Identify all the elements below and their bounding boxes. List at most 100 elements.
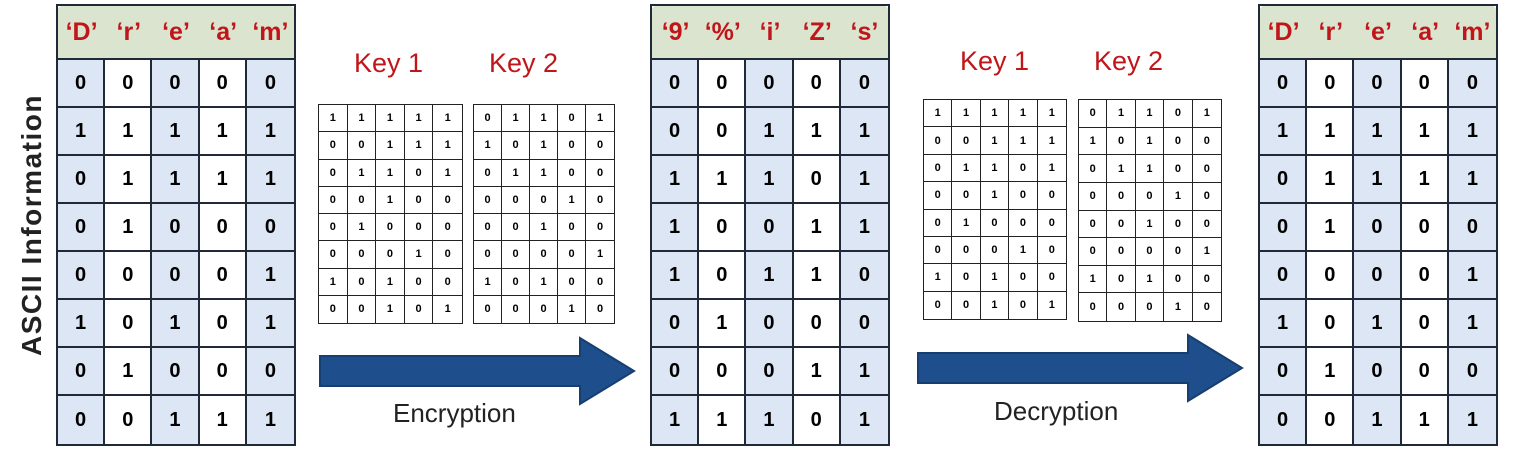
bit-cell: 1 bbox=[746, 156, 794, 204]
key-bit-cell: 0 bbox=[474, 105, 502, 133]
bit-cell: 1 bbox=[840, 204, 888, 252]
bit-cell: 1 bbox=[1448, 396, 1496, 444]
key-bit-cell: 1 bbox=[347, 214, 377, 242]
key-bit-cell: 0 bbox=[586, 132, 614, 160]
bit-cell: 0 bbox=[1307, 300, 1355, 348]
key-bit-cell: 1 bbox=[1079, 127, 1108, 156]
decryption-key2-label: Key 2 bbox=[1094, 46, 1164, 76]
key-bit-cell: 0 bbox=[586, 160, 614, 187]
bit-cell: 1 bbox=[199, 108, 247, 156]
key-bit-cell: 1 bbox=[376, 268, 405, 296]
key-bit-cell: 0 bbox=[433, 214, 462, 242]
bit-cell: 0 bbox=[199, 300, 247, 348]
key-bit-cell: 1 bbox=[981, 291, 1010, 319]
bit-cell: 1 bbox=[1260, 300, 1308, 348]
char-label: ‘i’ bbox=[759, 17, 781, 46]
bit-cell: 0 bbox=[840, 252, 888, 300]
bit-cell: 1 bbox=[152, 156, 200, 204]
bit-cell: 1 bbox=[793, 204, 841, 252]
key-bit-cell: 1 bbox=[1037, 155, 1066, 183]
key-bit-cell: 1 bbox=[433, 105, 462, 133]
bit-cell: 1 bbox=[152, 300, 200, 348]
key-bit-cell: 0 bbox=[1192, 155, 1221, 183]
key-bit-cell: 1 bbox=[980, 154, 1010, 183]
bit-cell: 1 bbox=[652, 204, 700, 252]
char-label: ‘r’ bbox=[116, 17, 142, 46]
bit-cell: 0 bbox=[1307, 252, 1355, 300]
key-bit-cell: 0 bbox=[558, 241, 586, 269]
key-bit-cell: 0 bbox=[347, 268, 377, 296]
bit-cell: 0 bbox=[58, 348, 106, 396]
bit-cell: 1 bbox=[246, 108, 294, 156]
bit-cell: 1 bbox=[652, 396, 700, 444]
key-bit-cell: 0 bbox=[1203, 301, 1210, 314]
key-bit-cell: 1 bbox=[980, 100, 1010, 128]
bit-cell: 0 bbox=[1260, 156, 1308, 204]
bit-cell: 0 bbox=[58, 252, 106, 300]
bit-cell: 0 bbox=[152, 60, 200, 108]
char-label: ‘D’ bbox=[1267, 17, 1300, 46]
bit-cell: 0 bbox=[105, 60, 153, 108]
bit-cell: 0 bbox=[1448, 204, 1496, 252]
key-bit-cell: 0 bbox=[474, 159, 502, 187]
key-bit-cell: 0 bbox=[558, 159, 586, 187]
bit-cell: 1 bbox=[199, 156, 247, 204]
key-bit-cell: 1 bbox=[376, 295, 405, 323]
bit-cell: 1 bbox=[246, 396, 294, 444]
bit-cell: 0 bbox=[1354, 204, 1402, 252]
bit-cell: 0 bbox=[58, 156, 106, 204]
key-bit-cell: 1 bbox=[376, 159, 405, 187]
bit-cell: 1 bbox=[652, 156, 700, 204]
bit-cell: 1 bbox=[1260, 108, 1308, 156]
key-bit-cell: 0 bbox=[474, 214, 502, 242]
encryption-key1-label: Key 1 bbox=[354, 48, 424, 78]
key-bit-cell: 0 bbox=[1164, 127, 1193, 156]
bit-cell: 0 bbox=[840, 300, 888, 348]
char-label: ‘m’ bbox=[1454, 17, 1491, 46]
key-bit-cell: 1 bbox=[1009, 100, 1038, 128]
key-bit-cell: 0 bbox=[952, 264, 981, 292]
key-bit-cell: 0 bbox=[502, 186, 530, 214]
bit-cell: 1 bbox=[840, 108, 888, 156]
key-bit-cell: 1 bbox=[1135, 155, 1165, 183]
key-bit-cell: 0 bbox=[502, 214, 530, 242]
char-label: ‘e’ bbox=[162, 17, 190, 46]
key-bit-cell: 0 bbox=[319, 186, 348, 214]
bit-cell: 0 bbox=[840, 60, 888, 108]
bit-cell: 0 bbox=[152, 252, 200, 300]
key-bit-cell: 0 bbox=[558, 105, 586, 133]
key-bit-cell: 0 bbox=[433, 269, 462, 296]
encryption-key2-label: Key 2 bbox=[489, 48, 559, 78]
key-bit-cell: 0 bbox=[1192, 128, 1221, 156]
key-bit-cell: 0 bbox=[319, 241, 348, 269]
key-bit-cell: 1 bbox=[319, 268, 348, 296]
key-bit-cell: 0 bbox=[1037, 182, 1066, 210]
bit-cell: 1 bbox=[1448, 156, 1496, 204]
bit-cell: 1 bbox=[840, 396, 888, 444]
key-bit-cell: 0 bbox=[1107, 265, 1136, 294]
bit-cell: 0 bbox=[1260, 60, 1308, 108]
key-bit-cell: 0 bbox=[558, 268, 586, 296]
key-bit-cell: 1 bbox=[474, 132, 502, 160]
key-bit-cell: 0 bbox=[952, 127, 981, 155]
key-bit-cell: 1 bbox=[404, 241, 434, 269]
key-bit-cell: 0 bbox=[586, 269, 614, 296]
key-bit-cell: 0 bbox=[596, 303, 604, 316]
key-bit-cell: 0 bbox=[1009, 264, 1038, 292]
key-bit-cell: 1 bbox=[924, 264, 953, 292]
bit-cell: 1 bbox=[152, 108, 200, 156]
key-bit-cell: 1 bbox=[1107, 100, 1136, 128]
bit-cell: 0 bbox=[199, 204, 247, 252]
key-bit-cell: 0 bbox=[952, 182, 981, 210]
key-bit-cell: 0 bbox=[347, 186, 377, 214]
bit-cell: 0 bbox=[699, 348, 747, 396]
bit-cell: 1 bbox=[1448, 300, 1496, 348]
bit-cell: 0 bbox=[794, 396, 841, 444]
bit-cell: 1 bbox=[699, 396, 747, 444]
key-bit-cell: 0 bbox=[404, 268, 434, 296]
key-bit-cell: 0 bbox=[1164, 265, 1193, 294]
key-bit-cell: 1 bbox=[1009, 236, 1038, 265]
key-bit-cell: 1 bbox=[433, 132, 462, 160]
key-bit-cell: 0 bbox=[1192, 211, 1221, 239]
